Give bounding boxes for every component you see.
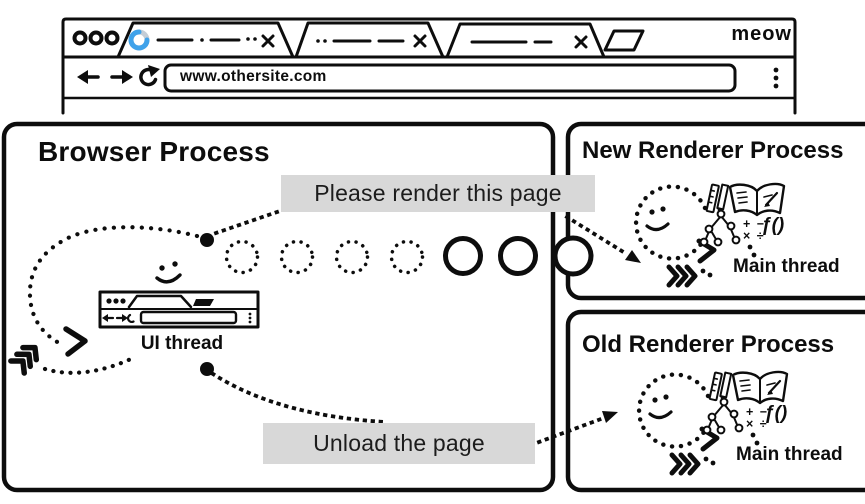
kebab-menu-icon	[773, 67, 779, 89]
dom-tree-icon	[702, 397, 744, 435]
book-icon	[731, 370, 789, 405]
renderer-illustration-new: + − × ÷ ƒ()	[633, 182, 786, 288]
unload-message-box: Unload the page	[263, 423, 535, 464]
main-thread-loop	[633, 184, 708, 261]
url-bar	[163, 63, 737, 93]
brand-signature: meow	[731, 23, 792, 45]
url-text: www.othersite.com	[180, 68, 327, 85]
main-thread-label-new: Main thread	[733, 256, 840, 277]
tab-loading	[116, 21, 295, 59]
loading-spinner-icon	[128, 29, 150, 51]
loop-arrow-chevron	[63, 326, 88, 357]
smiley-face	[645, 206, 670, 232]
unload-message-trail	[200, 362, 618, 445]
close-icon	[413, 34, 427, 48]
function-icon: ƒ()	[764, 403, 787, 424]
tab-title-scribble	[156, 37, 257, 42]
math-icon: × ÷	[743, 229, 765, 243]
render-message-trail	[200, 208, 641, 263]
math-icon: + −	[746, 405, 769, 419]
ruler-pencil-icon	[708, 371, 733, 404]
mini-browser-illustration	[98, 290, 260, 329]
close-icon	[574, 35, 588, 49]
browser-window-illustration	[61, 17, 797, 115]
speed-chevrons-icon	[8, 344, 40, 376]
browser-process-box	[1, 121, 556, 493]
function-icon: ƒ()	[761, 215, 784, 236]
smiley-face	[648, 394, 673, 420]
arrowhead	[625, 250, 641, 263]
speed-chevrons-icon	[666, 264, 698, 288]
tab-2	[294, 21, 445, 59]
forward-icon	[110, 70, 133, 84]
old-renderer-process-title: Old Renderer Process	[582, 331, 835, 358]
render-message-box: Please render this page	[281, 175, 595, 212]
traffic-lights-icon	[72, 30, 120, 46]
main-thread-label-old: Main thread	[736, 444, 843, 465]
ipc-message-circles	[224, 235, 594, 277]
math-icon: × ÷	[746, 417, 768, 431]
tab-3	[445, 22, 606, 59]
ui-thread-label: UI thread	[140, 333, 224, 354]
renderer-illustration-old: + − × ÷ ƒ()	[636, 370, 789, 476]
ruler-pencil-icon	[705, 183, 730, 216]
smiley-face	[155, 261, 182, 284]
speed-trail-dots	[42, 355, 136, 375]
browser-process-title: Browser Process	[38, 136, 270, 167]
close-icon	[261, 34, 275, 48]
reload-icon	[139, 65, 160, 87]
arrowhead	[602, 411, 618, 423]
browser-window-frame	[61, 17, 797, 115]
speed-chevrons-icon	[669, 452, 701, 476]
tab-title-scribble	[316, 39, 405, 43]
new-tab-icon	[603, 29, 645, 52]
math-icon: + −	[743, 217, 766, 231]
new-renderer-process-title: New Renderer Process	[582, 137, 844, 164]
ui-thread-loop	[8, 225, 200, 376]
book-icon	[728, 182, 786, 217]
main-thread-loop	[636, 372, 711, 449]
back-icon	[77, 70, 100, 84]
dom-tree-icon	[699, 209, 741, 247]
